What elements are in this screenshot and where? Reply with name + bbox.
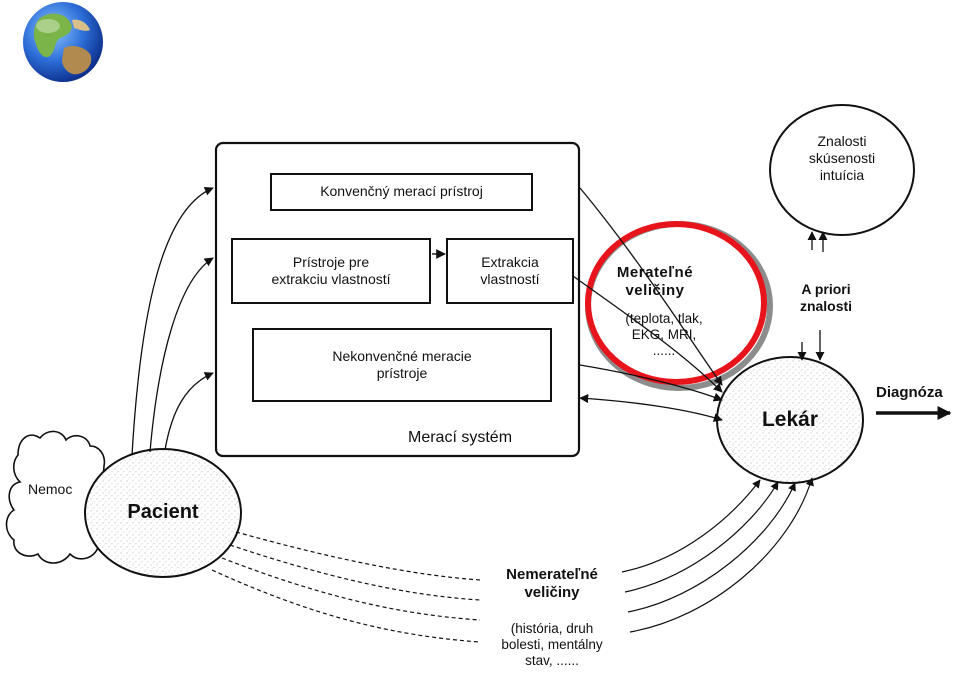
system-to-doctor-arrows: [572, 187, 723, 422]
patient-to-unmeasurable-lines: [211, 531, 481, 643]
measurement-system-caption: Merací systém: [408, 429, 513, 446]
feature-instruments-box: Prístroje pre extrakciu vlastností: [231, 238, 431, 304]
disease-cloud: [5, 430, 106, 564]
patient-circle: [84, 448, 242, 578]
doctor-label: Lekár: [761, 408, 819, 431]
unmeasurable-quantities-examples: (história, druh bolesti, mentálny stav, …: [501, 621, 603, 669]
conventional-instrument-label: Konvenčný merací prístroj: [320, 183, 483, 200]
patient-to-system-arrows: [131, 186, 214, 456]
highlight-ring: [585, 221, 767, 385]
unconventional-instruments-box: Nekonvenčné meracie prístroje: [252, 328, 552, 402]
feature-extraction-label: Extrakcia vlastností: [480, 253, 540, 288]
knowledge-circle: [769, 104, 915, 236]
feature-instruments-label: Prístroje pre extrakciu vlastností: [271, 253, 391, 288]
feature-extraction-box: Extrakcia vlastností: [446, 238, 574, 304]
measurable-quantities-examples: (teplota, tlak, EKG, MRI, ......: [625, 311, 703, 359]
unmeasurable-quantities-title: Nemerateľné veličiny: [506, 566, 598, 601]
measurable-quantities-title: Merateľné veličiny: [616, 264, 694, 299]
unmeasurable-to-doctor-arrows: [621, 477, 814, 633]
knowledge-label: Znalosti skúsenosti intuícia: [808, 133, 876, 183]
knowledge-arrows: [797, 231, 828, 361]
diagnosis-label: Diagnóza: [876, 384, 943, 401]
patient-label: Pacient: [127, 501, 199, 523]
a-priori-label: A priori znalosti: [799, 281, 853, 314]
unconventional-instruments-label: Nekonvenčné meracie prístroje: [332, 347, 472, 382]
globe-icon: [23, 2, 103, 82]
disease-label: Nemoc: [28, 481, 73, 497]
conventional-instrument-box: Konvenčný merací prístroj: [270, 173, 533, 211]
